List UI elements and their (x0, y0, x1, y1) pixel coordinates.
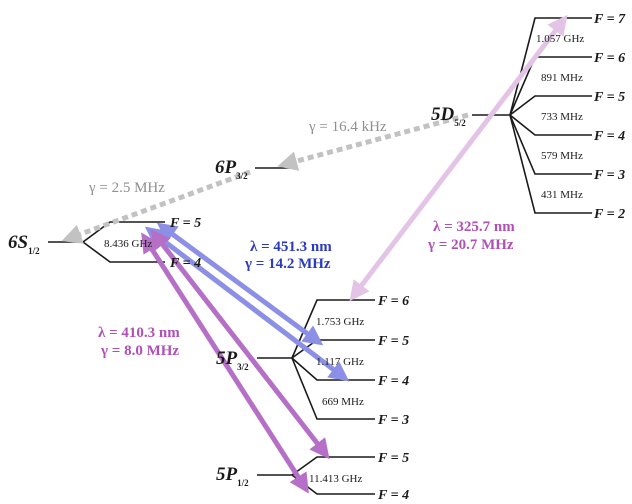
f-label-5p12-1: F = 4 (377, 488, 409, 503)
f-label-5d-3: F = 4 (593, 129, 625, 144)
violet-lambda-label: λ = 410.3 nm (98, 325, 180, 341)
decay-arrow-6p-6s (61, 169, 251, 244)
state-label-5p32: 5P3/2 (216, 348, 249, 372)
state-label-5d: 5D5/2 (431, 104, 466, 128)
decay-gamma-5d-label: γ = 16.4 kHz (308, 119, 387, 135)
f-label-6s-1: F = 4 (169, 256, 201, 271)
transition-arrow-lilac (349, 14, 568, 302)
state-label-6s: 6S1/2 (8, 232, 40, 256)
splitting-5d-3: 579 MHz (541, 150, 583, 162)
blue-gamma-label: γ = 14.2 MHz (244, 256, 331, 272)
splitting-6s: 8.436 GHz (104, 238, 152, 250)
splitting-5d-0: 1.057 GHz (536, 33, 584, 45)
splitting-5d-1: 891 MHz (541, 72, 583, 84)
f-label-5d-0: F = 7 (593, 12, 626, 27)
state-label-6p: 6P3/2 (215, 157, 248, 181)
f-label-5d-2: F = 5 (593, 90, 625, 105)
f-label-5d-5: F = 2 (593, 207, 625, 222)
splitting-5p12: 11.413 GHz (309, 473, 362, 485)
transition-arrow-violet-f4 (141, 232, 309, 494)
f-label-5p32-0: F = 6 (377, 294, 409, 309)
lilac-gamma-label: γ = 20.7 MHz (427, 237, 514, 253)
state-label-5p12: 5P1/2 (216, 464, 249, 488)
f-label-5d-4: F = 3 (593, 168, 625, 183)
lilac-lambda-label: λ = 325.7 nm (433, 219, 515, 235)
blue-lambda-label: λ = 451.3 nm (250, 239, 332, 255)
f-label-5p32-1: F = 5 (377, 334, 409, 349)
f-label-6s-0: F = 5 (169, 216, 201, 231)
decay-gamma-6p-label: γ = 2.5 MHz (88, 180, 165, 196)
f-label-5p32-2: F = 4 (377, 374, 409, 389)
splitting-5d-4: 431 MHz (541, 189, 583, 201)
f-label-5p12-0: F = 5 (377, 451, 409, 466)
splitting-5p32-0: 1.753 GHz (316, 316, 364, 328)
splitting-5d-2: 733 MHz (541, 111, 583, 123)
splitting-5p32-1: 1.117 GHz (316, 356, 364, 368)
violet-gamma-label: γ = 8.0 MHz (100, 343, 179, 359)
f-label-5p32-3: F = 3 (377, 413, 409, 428)
level-6s-f5 (82, 221, 165, 243)
splitting-5p32-2: 669 MHz (322, 396, 364, 408)
f-label-5d-1: F = 6 (593, 51, 625, 66)
